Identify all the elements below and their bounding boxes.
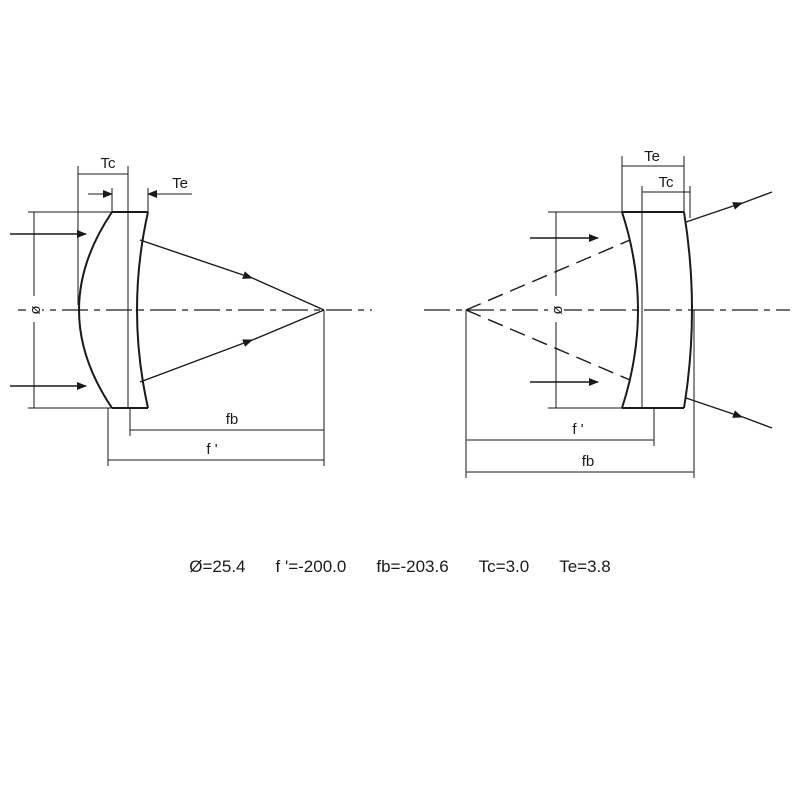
spec-center-thickness: Tc=3.0 — [478, 557, 530, 576]
right-virtual-ray-bottom — [465, 309, 631, 381]
left-lens-convex-surface — [78, 211, 113, 409]
spec-edge-thickness: Te=3.8 — [559, 557, 611, 576]
right-tc-label: Tc — [659, 174, 675, 191]
left-fb-label: fb — [226, 411, 239, 428]
right-diameter-label: ø — [549, 305, 566, 314]
right-fprime-label: f ' — [572, 421, 583, 438]
right-diverging-ray-top-a — [685, 202, 743, 223]
spec-focal-length: f '=-200.0 — [275, 557, 347, 576]
left-converging-ray-top-a — [139, 239, 253, 279]
left-converging-ray-top-b — [249, 276, 325, 311]
right-virtual-ray-top — [465, 239, 631, 311]
right-diameter-gap — [548, 296, 564, 322]
right-lens-group: ø Te Tc f ' fb — [424, 148, 790, 478]
left-te-label: Te — [172, 175, 188, 192]
right-diverging-ray-bottom-a — [685, 397, 743, 418]
left-tc-label: Tc — [101, 155, 117, 172]
left-converging-ray-bottom-b — [249, 309, 325, 342]
right-te-label: Te — [644, 148, 660, 165]
right-diverging-ray-top-b — [739, 191, 773, 205]
right-diverging-ray-bottom-b — [739, 415, 773, 429]
left-diameter-gap — [26, 296, 42, 322]
left-converging-ray-bottom-a — [139, 339, 253, 383]
spec-diameter: Ø=25.4 — [189, 557, 246, 576]
right-lens-convex-surface — [683, 211, 693, 409]
spec-line: Ø=25.4 f '=-200.0 fb=-203.6 Tc=3.0 Te=3.… — [0, 553, 800, 581]
left-fprime-label: f ' — [206, 441, 217, 458]
left-diameter-label: ø — [27, 305, 44, 314]
left-lens-group: ø Tc Te fb f ' — [10, 155, 372, 466]
spec-back-focal-length: fb=-203.6 — [376, 557, 449, 576]
right-lens-concave-surface — [621, 211, 639, 409]
left-lens-concave-surface — [136, 211, 149, 409]
right-fb-label: fb — [582, 453, 595, 470]
